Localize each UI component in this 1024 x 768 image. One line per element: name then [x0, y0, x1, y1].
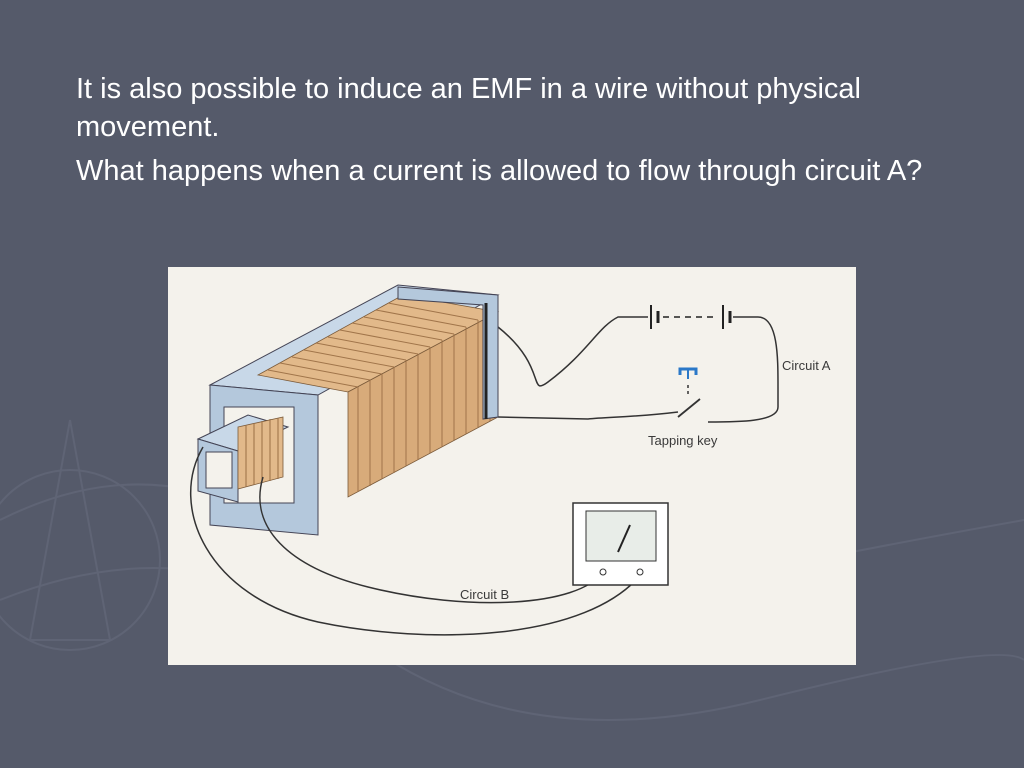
secondary-coil-icon	[196, 414, 290, 503]
slide-body: It is also possible to induce an EMF in …	[76, 70, 956, 196]
circuit-b-wire-outer	[189, 446, 644, 636]
circuit-a-label: Circuit A	[782, 358, 831, 373]
circuit-a-wire-right	[707, 316, 779, 423]
circuit-a-wire-top	[497, 316, 648, 387]
circuit-b-label: Circuit B	[460, 587, 510, 602]
primary-coil-icon	[256, 286, 500, 498]
induction-diagram: Circuit A Tapping key Circuit B	[168, 267, 856, 665]
circuit-b-wire-inner	[259, 476, 604, 604]
paragraph-question: What happens when a current is allowed t…	[76, 155, 923, 187]
tapping-key-label: Tapping key	[648, 433, 718, 448]
battery-icon	[650, 305, 732, 329]
galvanometer-icon	[572, 502, 669, 586]
tapping-key-icon	[677, 367, 701, 418]
paragraph-intro: It is also possible to induce an EMF in …	[76, 73, 861, 143]
circuit-a-wire-return	[497, 411, 679, 420]
